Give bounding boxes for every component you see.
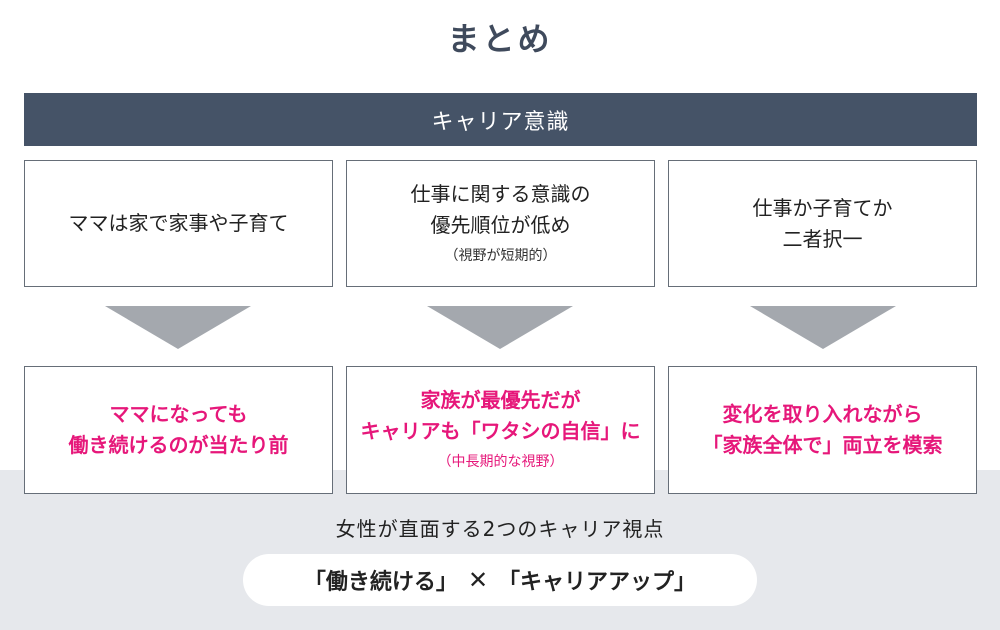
after-box-text: 家族が最優先だが キャリアも「ワタシの自信」に [360,388,641,443]
section-header: キャリア意識 [24,93,977,146]
footer-left-term: 「働き続ける」 [303,570,458,595]
before-box-text: 仕事に関する意識の 優先順位が低め [410,181,591,237]
after-box-2: 家族が最優先だが キャリアも「ワタシの自信」に （中長期的な視野） [346,366,655,494]
down-arrow-icon [750,306,896,349]
after-box-note: （中長期的な視野） [437,454,564,470]
footer-right-term: 「キャリアアップ」 [498,570,697,595]
footer-background-band [0,470,1000,630]
before-box-2: 仕事に関する意識の 優先順位が低め （視野が短期的） [346,160,655,287]
down-arrow-icon [427,306,573,349]
after-box-3: 変化を取り入れながら 「家族全体で」両立を模索 [668,366,977,494]
after-box-1: ママになっても 働き続けるのが当たり前 [24,366,333,494]
footer-pill: 「働き続ける」 ✕ 「キャリアアップ」 [243,554,757,606]
before-box-text: ママは家で家事や子育て [68,211,289,235]
before-box-text: 仕事か子育てか 二者択一 [752,195,893,251]
before-box-1: ママは家で家事や子育て [24,160,333,287]
section-header-label: キャリア意識 [431,109,570,135]
cross-icon: ✕ [467,566,489,594]
after-box-text: ママになっても 働き続けるのが当たり前 [68,402,289,457]
down-arrow-icon [105,306,251,349]
page-title: まとめ [447,20,553,58]
before-box-3: 仕事か子育てか 二者択一 [668,160,977,287]
after-box-text: 変化を取り入れながら 「家族全体で」両立を模索 [702,402,943,457]
before-box-note: （視野が短期的） [444,247,557,264]
footer-heading: 女性が直面する2つのキャリア視点 [335,517,665,541]
